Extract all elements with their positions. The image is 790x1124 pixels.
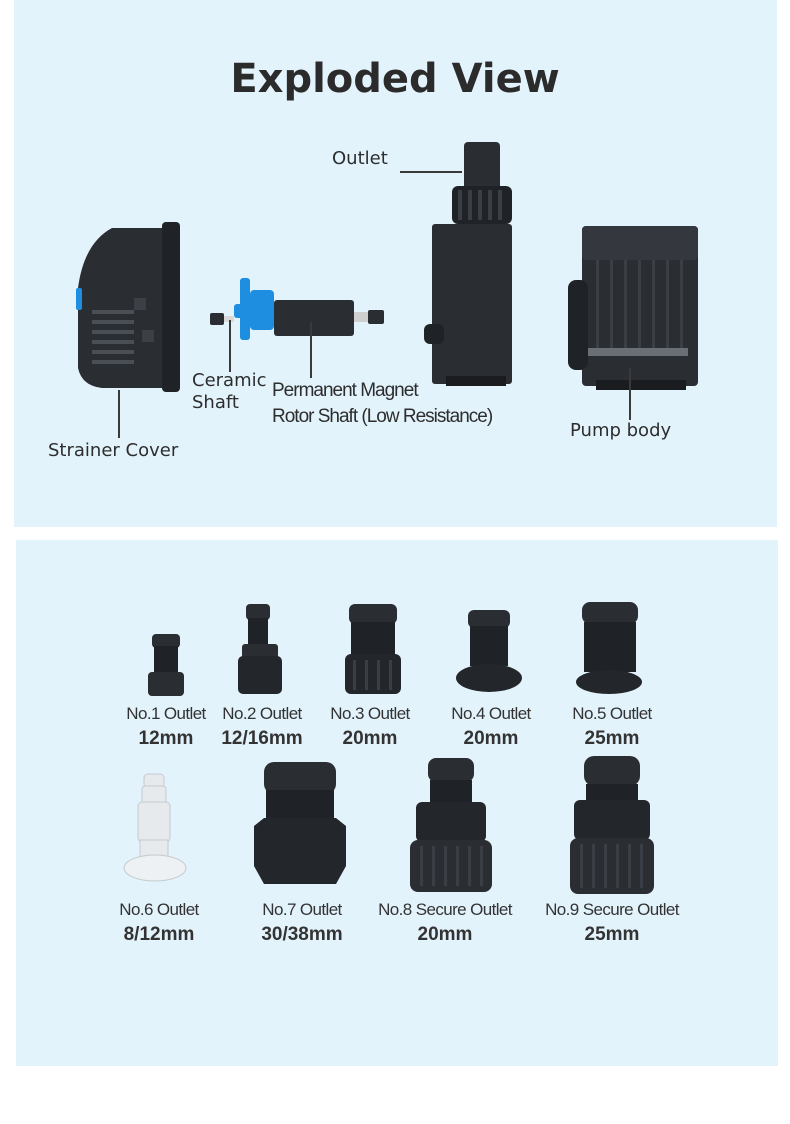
pump-body-label: Pump body bbox=[570, 420, 672, 441]
outlet-2-image bbox=[238, 604, 282, 694]
rotor-leader bbox=[310, 322, 312, 378]
outlet-8-image bbox=[410, 758, 492, 892]
outlet-7-image bbox=[254, 762, 346, 884]
outlet-leader bbox=[400, 171, 462, 173]
strainer-cover-image bbox=[76, 222, 180, 392]
strainer-cover-label: Strainer Cover bbox=[48, 440, 179, 461]
pump-body-image bbox=[568, 226, 698, 390]
outlet-label: Outlet bbox=[332, 148, 388, 169]
outlet-4-image bbox=[456, 610, 522, 692]
page-title: Exploded View bbox=[230, 56, 560, 102]
pump-housing-image bbox=[424, 142, 512, 386]
strainer-leader bbox=[118, 390, 120, 438]
outlet-3-image bbox=[345, 604, 401, 694]
outlet-9-image bbox=[570, 756, 654, 894]
outlet-6-image bbox=[123, 773, 187, 882]
rotor-shaft-image bbox=[234, 278, 384, 340]
outlet-1-image bbox=[148, 634, 184, 696]
pump-body-leader bbox=[629, 368, 631, 420]
ceramic-leader bbox=[229, 320, 231, 372]
outlet-5-image bbox=[576, 602, 642, 694]
ceramic-shaft-image bbox=[210, 313, 234, 325]
